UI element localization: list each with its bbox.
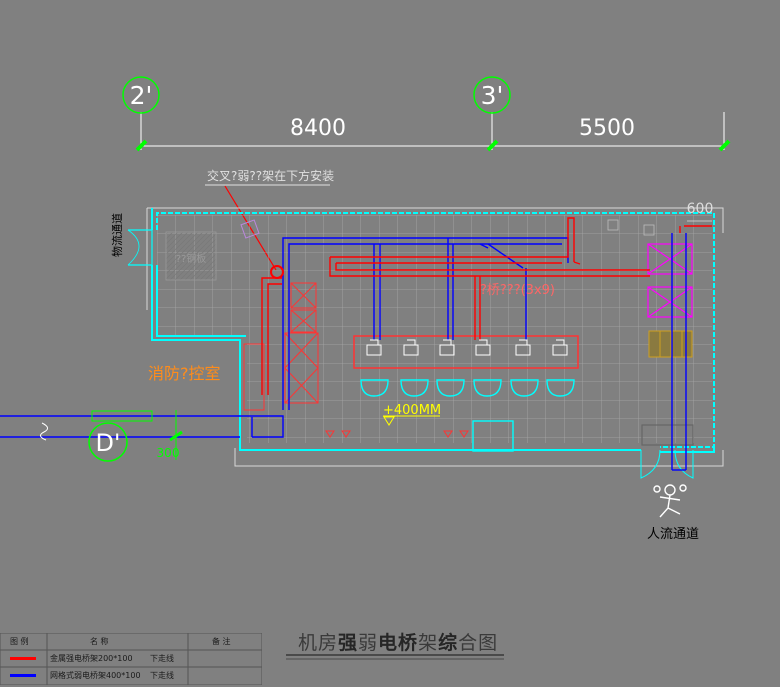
elevation-marker: +400MM	[383, 403, 441, 426]
room-walls	[151, 208, 715, 453]
camera-icon	[240, 219, 260, 239]
fan-unit	[641, 424, 694, 446]
rack-units	[366, 339, 568, 356]
axis-label-2: 2'	[130, 81, 153, 110]
fire-control-label: 消防?控室	[148, 364, 221, 383]
people-channel-label: 人流通道	[647, 527, 699, 542]
legend-row-weak: 网格式弱电桥架400*100 下走线	[0, 667, 262, 684]
svg-text:300: 300	[157, 446, 180, 460]
ceiling-outlet-2	[643, 224, 655, 236]
ceiling-outlet	[607, 219, 619, 231]
legend-table: 图 例 名 称 备 注 金属强电桥架200*100 下走线 网格式弱电桥架400…	[0, 633, 262, 685]
magenta-cabinet-2	[647, 286, 693, 318]
legend-swatch-red	[10, 657, 36, 660]
svg-text:+400MM: +400MM	[383, 403, 441, 418]
room-outer-boundary	[146, 207, 724, 467]
dimension-300: 300	[157, 410, 183, 460]
person-symbol	[653, 484, 687, 518]
break-line	[40, 422, 48, 441]
title-underline	[286, 654, 504, 660]
floor-cutout	[472, 420, 514, 452]
legend-header: 图 例 名 称 备 注	[10, 637, 231, 646]
tray-size-label: ?桥???(3x9)	[480, 283, 555, 298]
axis-bubble-3: 3'	[473, 76, 511, 114]
legend-grid	[0, 633, 262, 685]
dimension-5500: 5500	[579, 116, 635, 141]
cross-install-note: 交叉?弱??架在下方安装	[207, 168, 334, 183]
dimension-8400: 8400	[290, 116, 346, 141]
steel-plate-area: ??钢板	[165, 231, 217, 281]
drawing-title: 机房强弱电桥架综合图	[298, 632, 499, 654]
floor-sockets	[325, 430, 469, 438]
logistics-channel-label: 物流通道	[110, 213, 124, 257]
dimension-600: 600	[687, 201, 714, 217]
workstation-row	[360, 379, 575, 397]
legend-swatch-blue	[10, 674, 36, 677]
fire-control-panel: 消防?控室	[148, 343, 265, 411]
svg-text:D': D'	[95, 429, 120, 457]
axis-label-3: 3'	[481, 81, 504, 110]
green-label-box	[91, 410, 153, 422]
svg-text:??钢板: ??钢板	[176, 252, 207, 265]
ups-battery-cabinet	[648, 330, 693, 358]
axis-bubble-d: D'	[88, 422, 128, 462]
axis-dimension-line	[135, 112, 731, 152]
distribution-cabinets	[284, 282, 319, 404]
magenta-cabinet-1	[647, 243, 693, 275]
legend-row-strong: 金属强电桥架200*100 下走线	[0, 650, 262, 667]
people-door	[640, 449, 694, 479]
axis-bubble-2: 2'	[122, 76, 160, 114]
logistics-door: 物流通道	[110, 213, 153, 266]
server-rack-row	[353, 335, 579, 369]
cross-point-marker	[270, 265, 284, 279]
